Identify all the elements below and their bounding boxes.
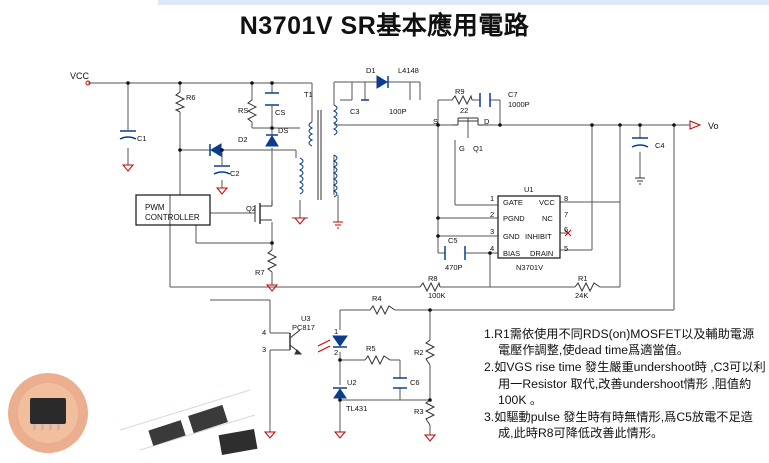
label-r8-value: 100K xyxy=(428,291,446,300)
label-c1: C1 xyxy=(137,134,147,143)
label-q2: Q2 xyxy=(246,204,256,213)
label-t1: T1 xyxy=(304,90,313,99)
label-tl431: TL431 xyxy=(346,404,367,413)
label-c2: C2 xyxy=(230,169,240,178)
top-accent-bar xyxy=(158,0,769,5)
label-c3-value: 100P xyxy=(389,107,407,116)
label-r2: R2 xyxy=(414,348,424,357)
notes-list: 1.R1需依使用不同RDS(on)MOSFET以及輔助電源電壓作調整,使dead… xyxy=(484,326,766,442)
label-d2: D2 xyxy=(238,135,248,144)
label-u1: U1 xyxy=(524,185,534,194)
pin-pgnd: PGND xyxy=(503,214,525,223)
label-d: D xyxy=(484,117,490,126)
label-rs: RS xyxy=(238,106,248,115)
label-r3: R3 xyxy=(414,407,424,416)
pin-drain: DRAIN xyxy=(530,249,553,258)
note-1: 1.R1需依使用不同RDS(on)MOSFET以及輔助電源電壓作調整,使dead… xyxy=(484,327,755,358)
pin-num-5: 5 xyxy=(564,244,568,253)
pin-gate: GATE xyxy=(503,198,523,207)
components xyxy=(85,75,702,442)
pin-gnd: GND xyxy=(503,232,520,241)
label-cs: CS xyxy=(275,108,285,117)
label-c7-value: 1000P xyxy=(508,100,530,109)
vcc-terminal xyxy=(85,80,91,86)
label-vcc: VCC xyxy=(70,71,90,81)
label-r4: R4 xyxy=(372,294,382,303)
label-vo: Vo xyxy=(708,121,719,131)
pin-num-2: 2 xyxy=(490,210,494,219)
label-g: G xyxy=(459,144,465,153)
label-pwm: PWM xyxy=(145,203,165,212)
opto-pin-4: 4 xyxy=(262,328,266,337)
label-r1-value: 24K xyxy=(575,291,588,300)
pin-vcc: VCC xyxy=(539,198,555,207)
label-r5: R5 xyxy=(366,344,376,353)
pin-num-6: 6 xyxy=(564,225,568,234)
pin-num-7: 7 xyxy=(564,210,568,219)
label-u1-name: N3701V xyxy=(516,263,543,272)
label-r9: R9 xyxy=(455,87,465,96)
pin-inhibit: INHIBIT xyxy=(525,232,552,241)
label-r6: R6 xyxy=(186,93,196,102)
opto-pin-2: 2 xyxy=(334,348,338,357)
label-r1: R1 xyxy=(578,274,588,283)
label-c3: C3 xyxy=(350,107,360,116)
label-c7: C7 xyxy=(508,90,518,99)
label-c5: C5 xyxy=(448,236,458,245)
label-c4: C4 xyxy=(655,141,665,150)
opto-pin-1: 1 xyxy=(334,327,338,336)
label-c5-value: 470P xyxy=(445,263,463,272)
note-2: 2.如VGS rise time 發生嚴重undershoot時 ,C3可以利用… xyxy=(484,360,766,407)
pin-num-4: 4 xyxy=(490,244,494,253)
component-labels: VCC Vo R6 RS CS DS T1 D1 L4148 C3 100P R… xyxy=(70,66,719,416)
note-3: 3.如驅動pulse 發生時有時無情形,爲C5放電不足造成,此時R8可降低改善此… xyxy=(484,410,753,441)
page-title: N3701V SR基本應用電路 xyxy=(239,12,530,40)
label-u2: U2 xyxy=(347,378,357,387)
label-l4148: L4148 xyxy=(398,66,419,75)
chip-photo-decoration xyxy=(8,373,258,455)
label-s: S xyxy=(433,117,438,126)
pin-num-3: 3 xyxy=(490,227,494,236)
label-ds: DS xyxy=(278,126,288,135)
pin-num-1: 1 xyxy=(490,194,494,203)
label-q1: Q1 xyxy=(473,144,483,153)
label-c6: C6 xyxy=(410,378,420,387)
label-u3: U3 xyxy=(301,314,311,323)
opto-pin-3: 3 xyxy=(262,345,266,354)
pin-num-8: 8 xyxy=(564,194,568,203)
label-r7: R7 xyxy=(255,268,265,277)
label-d1: D1 xyxy=(366,66,376,75)
pin-nc: NC xyxy=(542,214,553,223)
label-controller: CONTROLLER xyxy=(145,213,200,222)
pin-bias: BIAS xyxy=(503,249,520,258)
label-r8: R8 xyxy=(428,274,438,283)
label-pc817: PC817 xyxy=(292,323,315,332)
wires xyxy=(88,81,690,435)
label-r9-value: 22 xyxy=(460,106,468,115)
